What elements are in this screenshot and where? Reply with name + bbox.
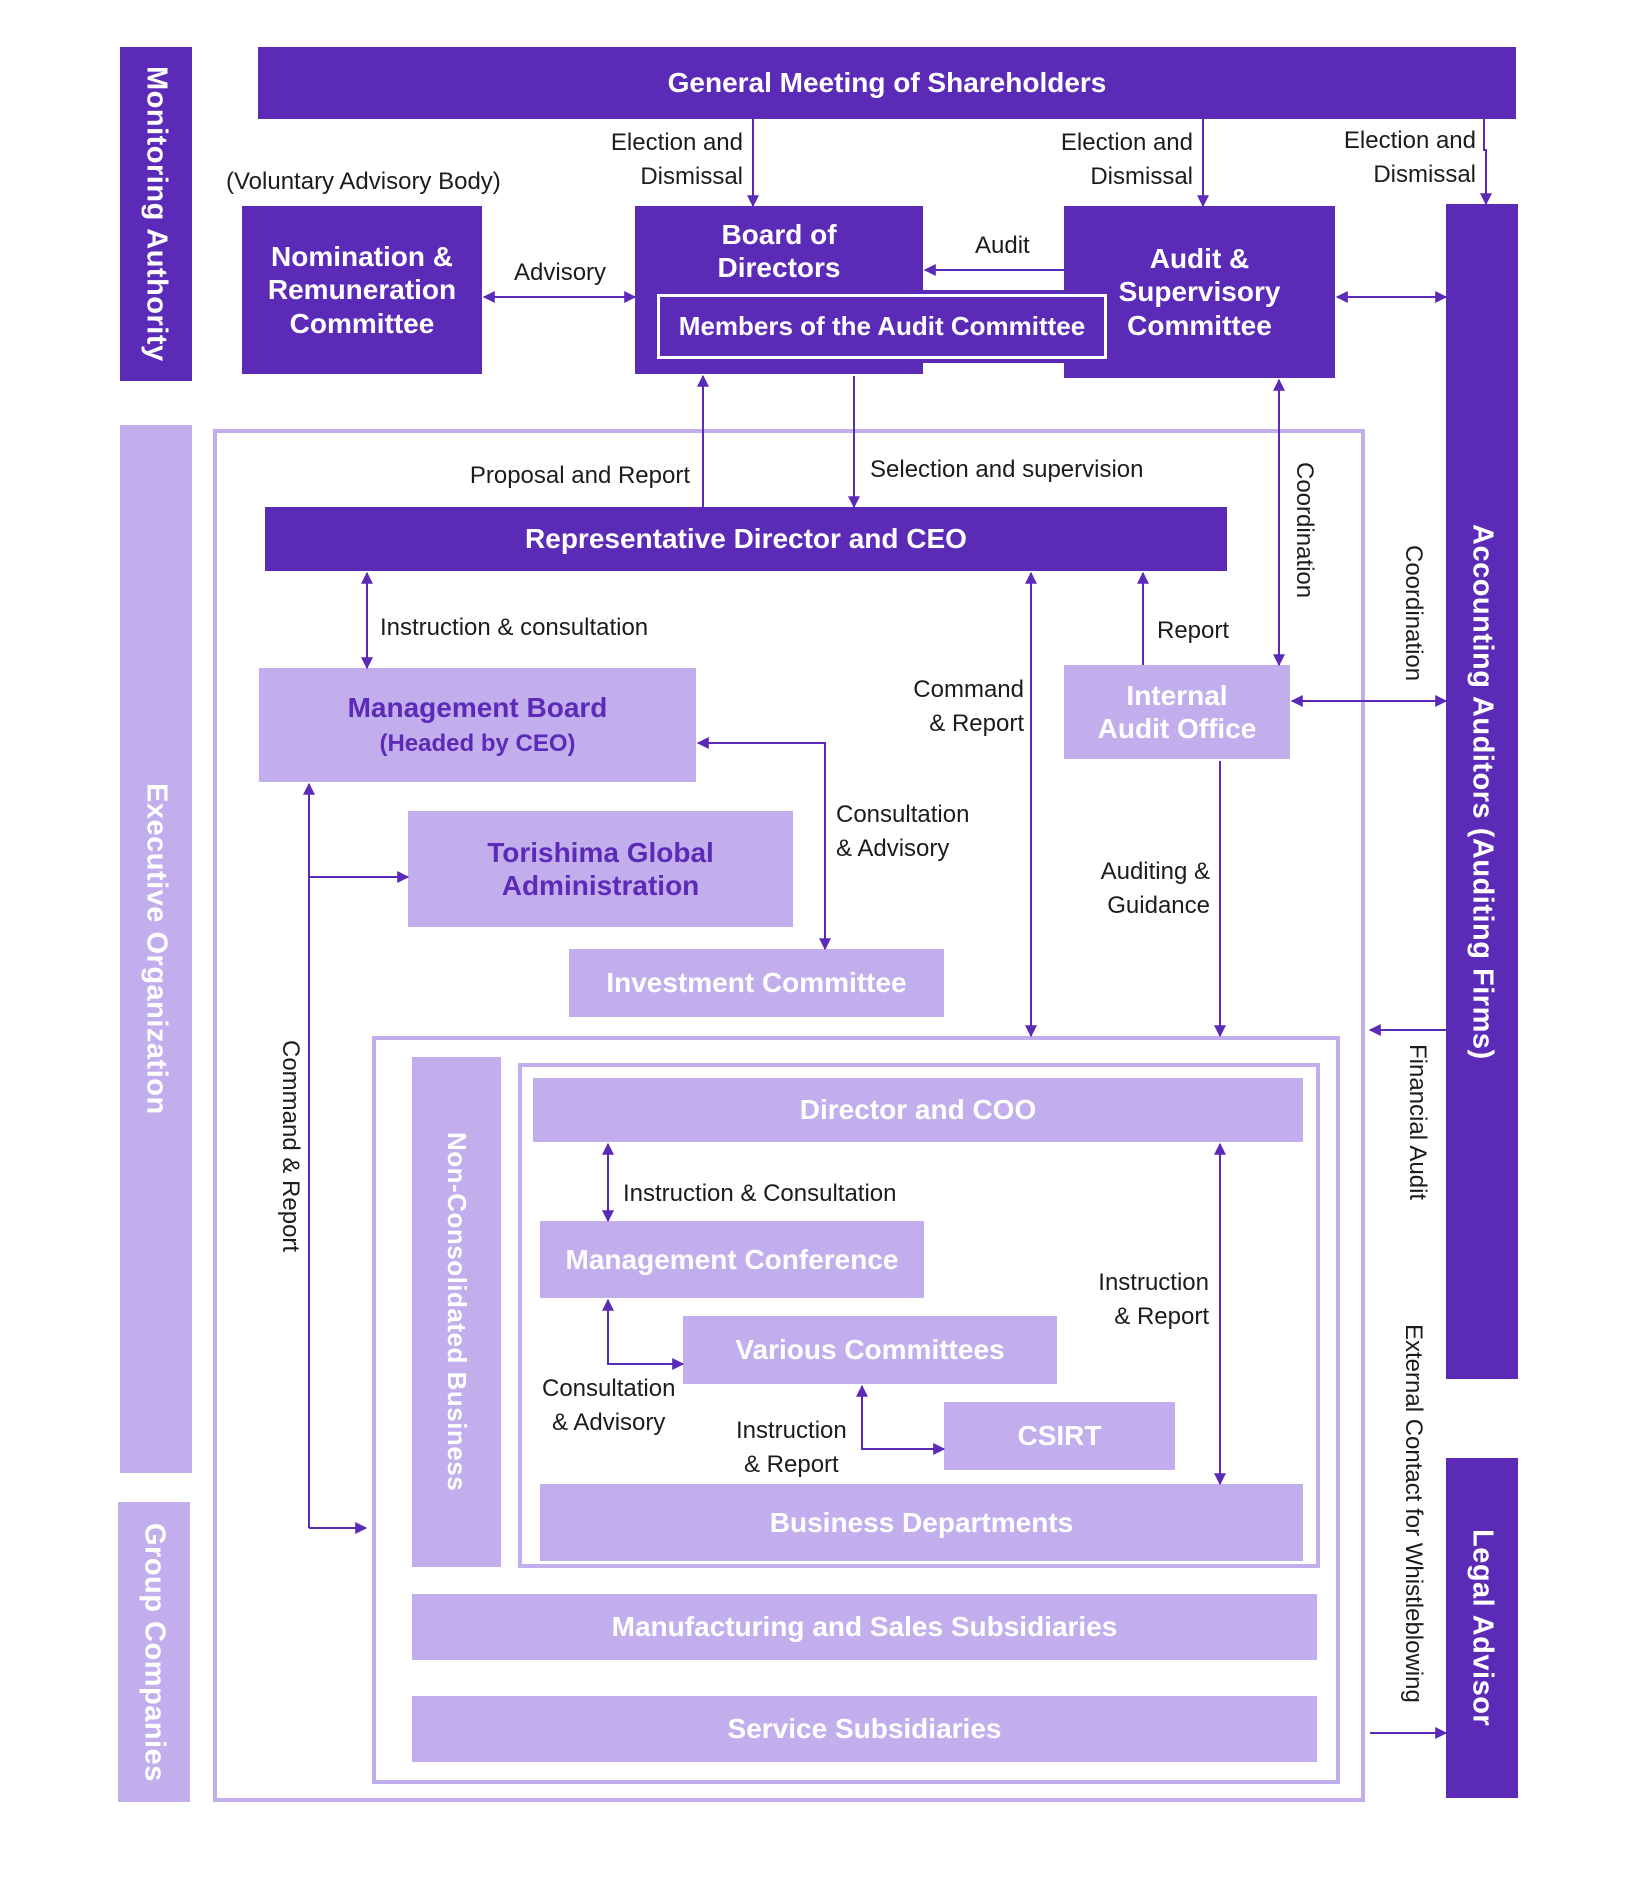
- service-subsidiaries-box: Service Subsidiaries: [412, 1696, 1317, 1762]
- coo-box: Director and COO: [533, 1078, 1303, 1142]
- consultation-advisory-label-2: Consultation& Advisory: [542, 1375, 676, 1436]
- report-label: Report: [1157, 617, 1230, 644]
- financial-audit-label: Financial Audit: [1404, 1044, 1431, 1201]
- instruction-consultation-label: Instruction & consultation: [380, 614, 649, 641]
- band-accounting-auditors: Accounting Auditors (Auditing Firms): [1446, 204, 1518, 1379]
- investment-committee-box: Investment Committee: [569, 949, 944, 1017]
- csirt-box: CSIRT: [944, 1402, 1175, 1470]
- internal-audit-office-box: Internal Audit Office: [1064, 665, 1290, 759]
- instruction-report-label-1: Instruction& Report: [1098, 1269, 1209, 1330]
- management-conference-box: Management Conference: [540, 1221, 924, 1298]
- coordination-label-2: Coordination: [1400, 545, 1427, 682]
- band-group-companies: Group Companies: [118, 1502, 190, 1802]
- coordination-label-1: Coordination: [1291, 462, 1318, 599]
- advisory-label: Advisory: [514, 259, 607, 286]
- command-report-vertical-label: Command & Report: [277, 1040, 304, 1253]
- board-of-directors-box: Board of Directors: [635, 206, 923, 374]
- band-legal-advisor: Legal Advisor: [1446, 1458, 1518, 1798]
- election-arrow-accounting: [1480, 119, 1492, 206]
- management-board-subtitle: (Headed by CEO): [379, 730, 576, 758]
- business-departments-box: Business Departments: [540, 1484, 1303, 1561]
- auditing-guidance-label: Auditing &Guidance: [1100, 858, 1210, 919]
- command-report-label: Command& Report: [913, 676, 1024, 737]
- various-committees-box: Various Committees: [683, 1316, 1057, 1384]
- management-board-box: Management Board (Headed by CEO): [259, 668, 696, 782]
- executive-frame: [213, 429, 1365, 1802]
- general-meeting-box: General Meeting of Shareholders: [258, 47, 1516, 119]
- band-executive-organization: Executive Organization: [120, 425, 192, 1473]
- voluntary-advisory-note: (Voluntary Advisory Body): [226, 168, 501, 195]
- torishima-global-box: Torishima Global Administration: [408, 811, 793, 927]
- board-title: Board of Directors: [717, 219, 841, 284]
- whistleblowing-label: External Contact for Whistleblowing: [1400, 1324, 1427, 1703]
- management-board-title: Management Board: [347, 692, 608, 724]
- consultation-advisory-label-1: Consultation& Advisory: [836, 801, 970, 862]
- instruction-consultation-coo-label: Instruction & Consultation: [623, 1180, 897, 1207]
- band-monitoring-authority: Monitoring Authority: [120, 47, 192, 381]
- ceo-box: Representative Director and CEO: [265, 507, 1227, 571]
- audit-supervisory-committee-box: Audit & Supervisory Committee: [1064, 206, 1335, 378]
- audit-committee-members-box: Members of the Audit Committee: [657, 294, 1107, 359]
- group-frame: [372, 1036, 1340, 1784]
- nomination-committee-box: Nomination & Remuneration Committee: [242, 206, 482, 374]
- non-consolidated-business-band: Non-Consolidated Business: [412, 1057, 501, 1567]
- selection-supervision-label: Selection and supervision: [870, 456, 1144, 483]
- non-consolidated-frame: [518, 1063, 1320, 1568]
- proposal-report-label: Proposal and Report: [469, 462, 690, 489]
- instruction-report-label-2: Instruction& Report: [736, 1417, 847, 1478]
- audit-label: Audit: [975, 232, 1030, 259]
- manufacturing-sales-box: Manufacturing and Sales Subsidiaries: [412, 1594, 1317, 1660]
